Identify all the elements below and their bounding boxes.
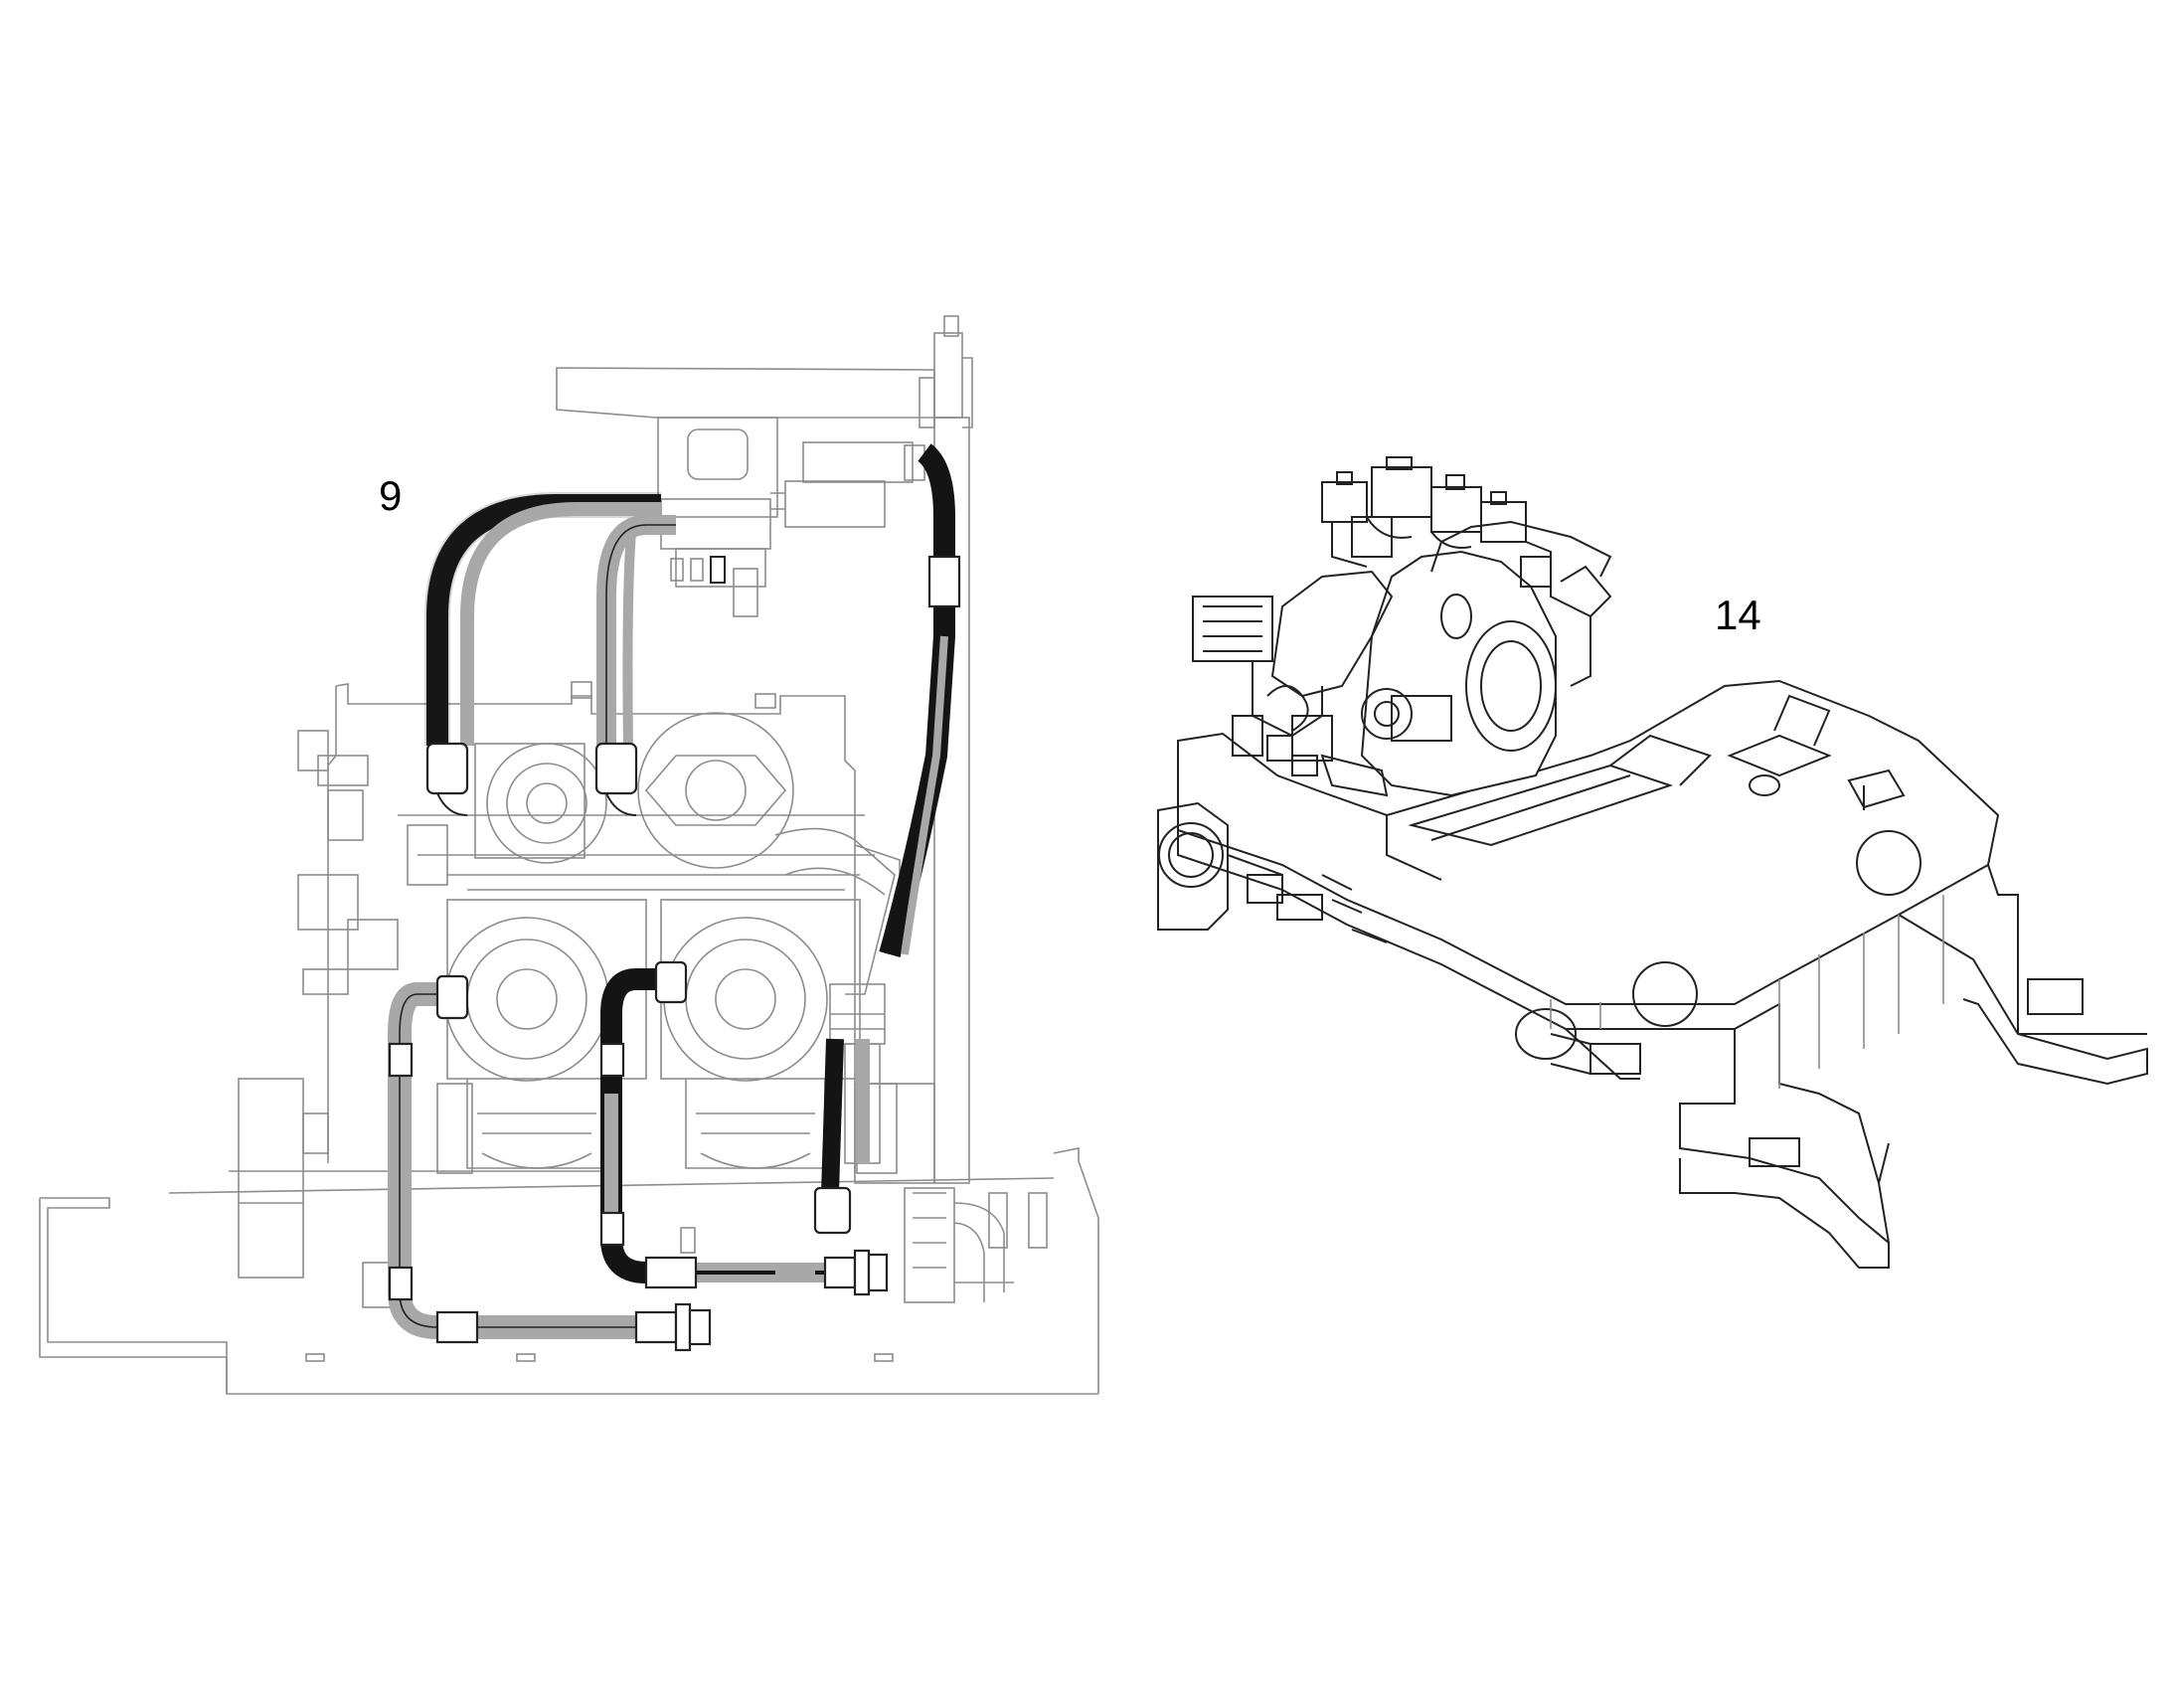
upper-mounting-bracket xyxy=(556,315,973,1184)
chassis-rear-beams xyxy=(1515,864,2148,1269)
right-valve-stack xyxy=(854,1083,1048,1303)
view-label-left: 9 xyxy=(379,472,403,519)
pump-housing xyxy=(297,681,875,1173)
left-support-leg xyxy=(238,1078,392,1308)
gearbox-assembly xyxy=(1192,456,1612,797)
top-valve-block xyxy=(660,441,925,617)
left-assembly-view xyxy=(39,315,1099,1395)
right-assembly-view xyxy=(1157,456,2148,1269)
view-label-right: 14 xyxy=(1715,592,1761,638)
base-frame-outline xyxy=(39,1147,1099,1395)
hose-set xyxy=(388,443,961,1352)
chassis-deck xyxy=(1157,679,2000,1030)
